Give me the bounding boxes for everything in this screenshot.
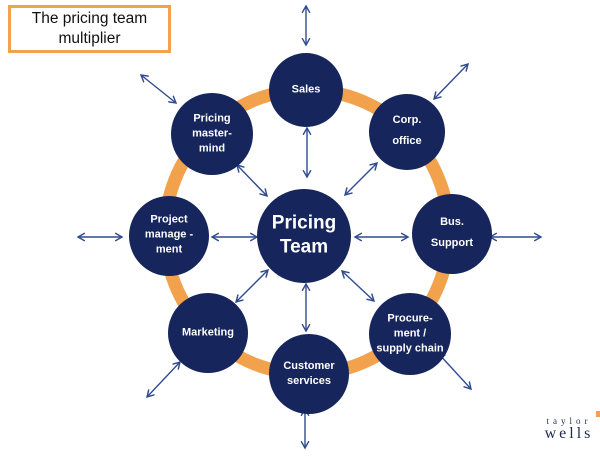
center-circle-pricing-team <box>257 189 351 283</box>
node-label-marketing: Marketing <box>182 326 234 339</box>
node-circle-project-management <box>129 196 209 276</box>
node-circle-customer-services <box>269 334 349 414</box>
title-text: The pricing team multiplier <box>31 9 148 47</box>
logo-wells-text: wells <box>544 425 594 442</box>
node-label-procurement: Procure- ment / supply chain <box>376 312 444 355</box>
node-label-corp-office: Corp. office <box>392 114 422 147</box>
title-box: The pricing team multiplier <box>8 5 171 53</box>
node-circle-marketing <box>168 293 248 373</box>
node-circle-pricing-mastermind <box>171 93 253 175</box>
center-label-pricing-team: Pricing Team <box>271 212 337 257</box>
node-circle-procurement <box>369 293 451 375</box>
node-circle-sales <box>269 53 343 127</box>
node-label-sales: Sales <box>291 83 321 96</box>
outer-arrow-northwest <box>139 74 178 104</box>
inner-arrow-southeast <box>340 270 376 302</box>
node-label-project-management: Project manage - ment <box>144 213 194 256</box>
taylor-wells-logo: taylor wells <box>540 411 600 442</box>
outer-arrow-northeast <box>432 62 470 101</box>
inner-arrow-northeast <box>343 161 379 197</box>
logo-mark-icon <box>596 411 600 417</box>
outer-arrow-southwest <box>146 360 181 399</box>
inner-arrow-northwest <box>235 163 269 198</box>
outer-arrow-southeast <box>437 351 472 391</box>
node-label-pricing-mastermind: Pricing master- mind <box>192 112 232 155</box>
node-label-bus-support: Bus. Support <box>430 216 474 249</box>
node-circle-bus-support <box>412 194 492 274</box>
logo-taylor-text: taylor <box>546 416 592 426</box>
inner-arrow-southwest <box>234 268 270 304</box>
node-circle-corp-office <box>369 94 445 170</box>
node-label-customer-services: Customer services <box>283 360 335 387</box>
